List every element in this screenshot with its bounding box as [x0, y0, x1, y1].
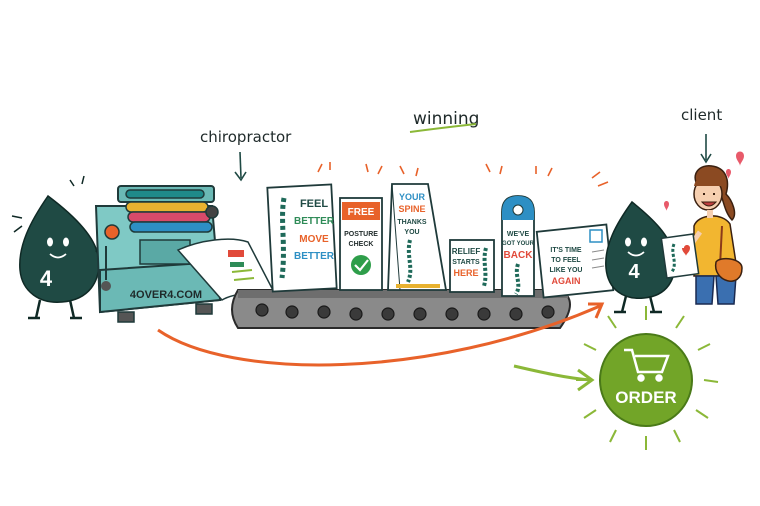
printing-press: 4OVER4.COM — [94, 185, 278, 323]
heart-icon — [664, 151, 744, 211]
order-button-label: ORDER — [615, 388, 676, 407]
annotation-client-text: client — [681, 106, 722, 124]
poster-line2: BETTER — [294, 216, 335, 227]
product-poster-feel-better: FEEL BETTER MOVE BETTER — [266, 183, 338, 293]
postcard-line1: IT'S TIME — [550, 247, 582, 254]
product-postcard: IT'S TIME TO FEEL LIKE YOU AGAIN — [535, 223, 615, 299]
card-free-line1: FREE — [348, 207, 375, 218]
poster-line3: MOVE — [299, 234, 329, 245]
mascot-right-label: 4 — [628, 261, 640, 283]
annotation-winning-text: winning — [413, 109, 479, 129]
product-sign-relief: RELIEF STARTS HERE — [449, 239, 495, 293]
postcard-line4: AGAIN — [552, 276, 581, 286]
annotation-chiropractor-text: chiropractor — [200, 128, 292, 146]
product-card-free-posture: FREE POSTURE CHECK — [339, 197, 383, 291]
annotation-winning: winning — [409, 109, 479, 133]
sign-line3: HERE — [453, 268, 478, 278]
tent-line1: YOUR — [399, 192, 426, 202]
press-crank-icon — [104, 224, 120, 240]
postcard-line3: LIKE YOU — [550, 267, 583, 274]
sign-line2: STARTS — [452, 259, 480, 266]
sign-line1: RELIEF — [452, 247, 481, 256]
poster-line1: FEEL — [300, 198, 328, 210]
mascot-left-label: 4 — [40, 266, 53, 291]
postcard-line2: TO FEEL — [551, 257, 581, 264]
mascot-left: 4 — [11, 175, 113, 320]
annotation-client: client — [681, 106, 722, 164]
stamp-icon — [589, 229, 603, 243]
flow-arrow-orange — [157, 302, 605, 367]
cart-icon — [624, 348, 670, 382]
tent-line4: YOU — [404, 229, 419, 236]
tent-line2: SPINE — [398, 204, 425, 214]
annotation-chiropractor: chiropractor — [200, 128, 292, 182]
product-door-hanger: WE'VE GOT YOUR BACK — [501, 195, 535, 297]
sparkles — [317, 162, 609, 187]
client-person — [660, 165, 743, 305]
product-tent-your-spine: YOUR SPINE THANKS YOU — [387, 183, 448, 291]
check-icon — [351, 255, 371, 275]
card-free-line2: POSTURE — [344, 231, 378, 238]
hanger-line3: BACK — [504, 250, 534, 261]
poster-line4: BETTER — [294, 251, 335, 262]
tent-line3: THANKS — [397, 219, 426, 226]
card-free-line3: CHECK — [349, 241, 374, 248]
flow-arrow-green — [513, 364, 595, 392]
hanger-line1: WE'VE — [507, 231, 530, 238]
conveyor-belt — [231, 289, 571, 329]
order-button[interactable]: ORDER — [576, 306, 719, 450]
press-brand: 4OVER4.COM — [130, 289, 202, 301]
hanger-line2: GOT YOUR — [502, 241, 535, 247]
